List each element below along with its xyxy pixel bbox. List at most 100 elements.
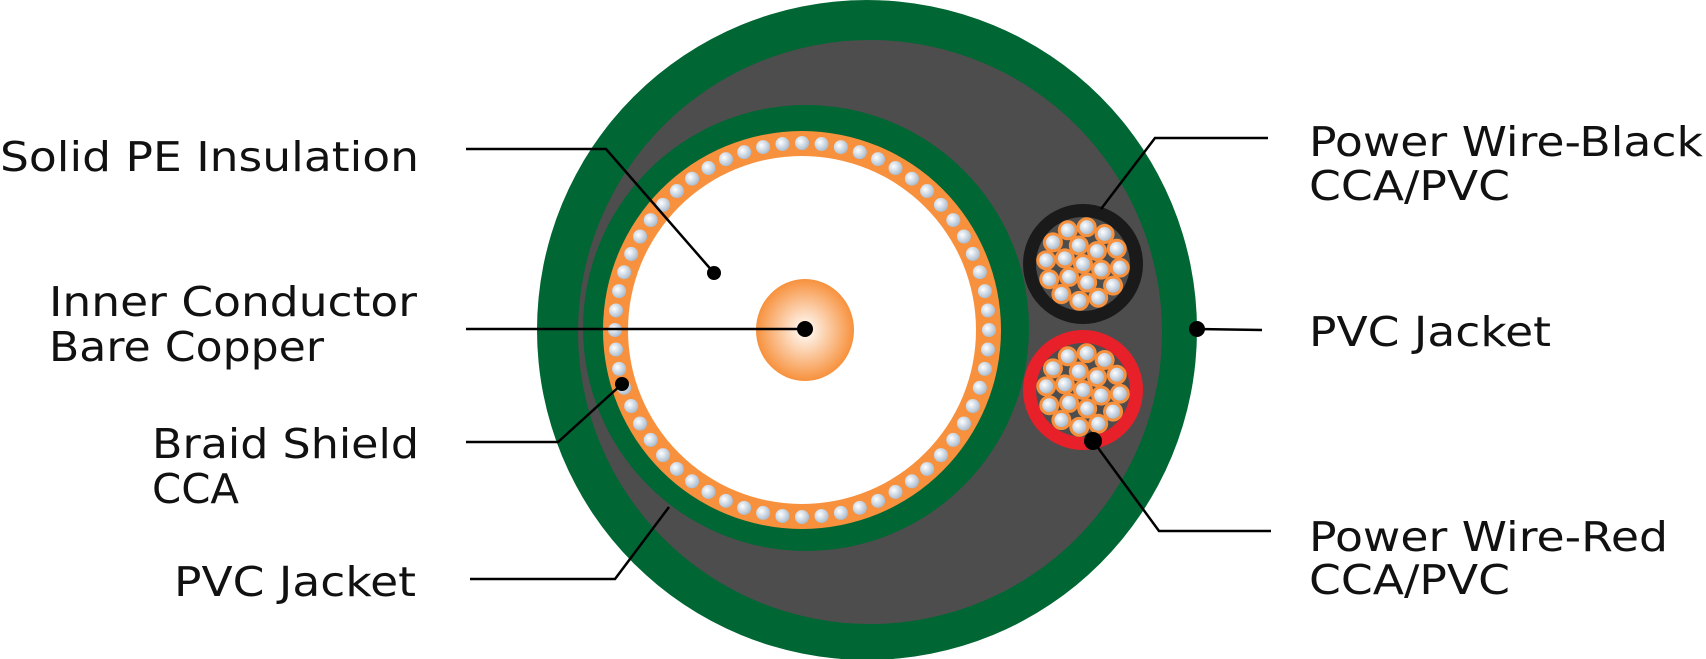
strand	[830, 502, 851, 523]
strand	[753, 137, 774, 158]
strand	[1059, 392, 1080, 413]
strand	[640, 210, 661, 231]
strand	[772, 505, 793, 526]
strand	[953, 226, 974, 247]
strand	[609, 358, 630, 379]
leader-dot	[797, 321, 813, 337]
strand	[640, 429, 661, 450]
leader-dot	[707, 266, 721, 280]
strand	[1076, 343, 1097, 364]
strand	[811, 134, 832, 155]
strand	[1042, 232, 1063, 253]
strand	[666, 181, 687, 202]
strand	[682, 471, 703, 492]
strand	[653, 445, 674, 466]
strand	[849, 142, 870, 163]
strand	[979, 320, 999, 340]
leader-braid	[466, 383, 623, 444]
strand	[885, 158, 906, 179]
label-braid-cca: CCA	[152, 465, 239, 513]
strand	[630, 226, 651, 247]
strand	[1068, 235, 1089, 256]
strand	[1073, 254, 1093, 274]
strand	[792, 133, 812, 153]
strand	[614, 262, 635, 283]
label-power-wire-black-material: CCA/PVC	[1309, 162, 1510, 210]
strand	[885, 481, 906, 502]
strand	[1077, 398, 1098, 419]
strand	[1077, 272, 1098, 293]
label-pvc-jacket-left: PVC Jacket	[174, 558, 416, 606]
strand	[1094, 349, 1115, 370]
strand	[930, 194, 951, 215]
leader-solid-pe	[466, 147, 715, 274]
strand	[753, 502, 774, 523]
strand	[1103, 275, 1124, 296]
label-power-wire-black: Power Wire-Black	[1309, 118, 1703, 166]
strand	[1069, 416, 1090, 437]
strand	[1057, 346, 1078, 367]
strand	[630, 413, 651, 434]
strand	[1039, 269, 1060, 290]
strand	[830, 137, 851, 158]
strand	[653, 194, 674, 215]
strand	[943, 210, 964, 231]
leader-dot	[1189, 321, 1205, 337]
label-bare-copper: Bare Copper	[49, 323, 324, 371]
strand	[969, 262, 990, 283]
strand	[606, 300, 627, 321]
strand	[772, 134, 793, 155]
strand	[698, 158, 719, 179]
strand	[1109, 383, 1130, 404]
strand	[698, 481, 719, 502]
strand	[1057, 220, 1078, 241]
strand	[792, 507, 812, 527]
strand	[917, 458, 938, 479]
strand	[868, 149, 889, 170]
strand	[868, 490, 889, 511]
strand	[1073, 380, 1093, 400]
strand	[1088, 287, 1109, 308]
strand	[974, 358, 995, 379]
labels: Solid PE Insulation Inner Conductor Bare…	[0, 118, 1703, 606]
strand	[606, 339, 627, 360]
power-wire-black-strands	[1036, 217, 1130, 311]
label-power-wire-red: Power Wire-Red	[1309, 513, 1668, 561]
strand	[621, 243, 642, 264]
label-solid-pe: Solid PE Insulation	[0, 133, 419, 181]
leader-pvc-right	[1196, 327, 1263, 332]
power-wire-red-strands	[1036, 343, 1130, 437]
strand	[1109, 257, 1130, 278]
strand	[1088, 413, 1109, 434]
strand	[734, 142, 755, 163]
strand	[1039, 395, 1060, 416]
strand	[977, 300, 998, 321]
strand	[901, 471, 922, 492]
strand	[1054, 374, 1075, 395]
label-braid-shield: Braid Shield	[152, 420, 419, 468]
strand	[621, 396, 642, 417]
strand	[962, 243, 983, 264]
strand	[1091, 259, 1112, 280]
strand	[849, 497, 870, 518]
leader-pvc-left	[470, 506, 670, 581]
strand	[734, 497, 755, 518]
strand	[811, 505, 832, 526]
strand	[1103, 401, 1124, 422]
strand	[917, 181, 938, 202]
strand	[1054, 248, 1075, 269]
strand	[1051, 284, 1072, 305]
strand	[1069, 290, 1090, 311]
strand	[1036, 376, 1057, 397]
strand	[682, 168, 703, 189]
strand	[1068, 361, 1089, 382]
strand	[977, 339, 998, 360]
label-inner-conductor: Inner Conductor	[49, 278, 417, 326]
strand	[1091, 385, 1112, 406]
strand	[962, 396, 983, 417]
strand	[1086, 367, 1107, 388]
strand	[715, 149, 736, 170]
strand	[1086, 241, 1107, 262]
strand	[974, 281, 995, 302]
